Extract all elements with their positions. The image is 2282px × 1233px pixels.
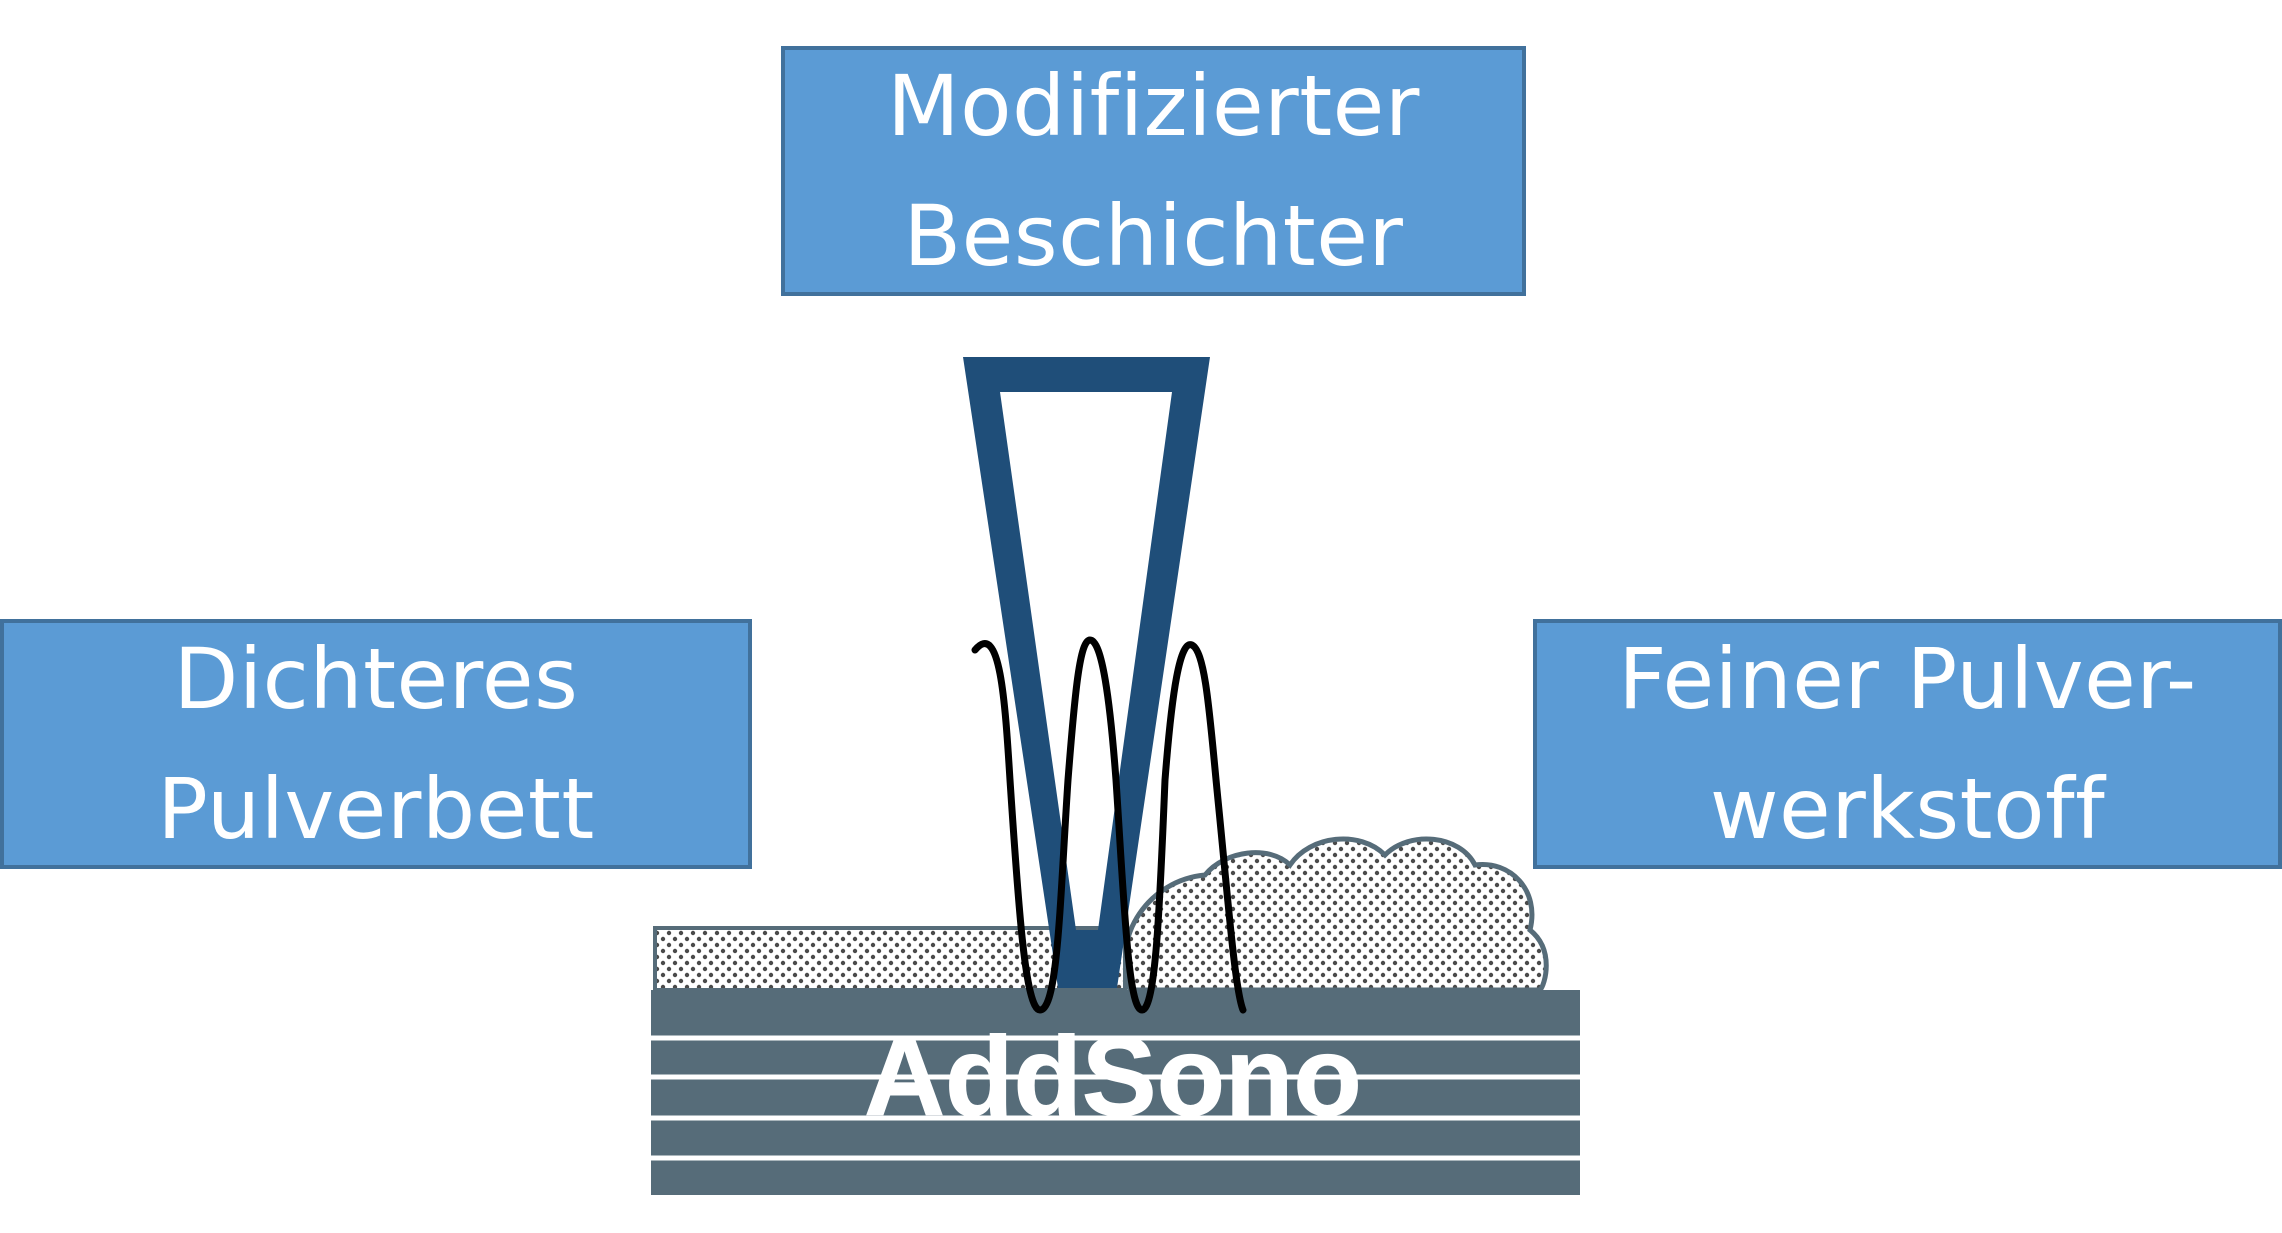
coater-wedge-icon [963,357,1210,988]
box-right-line2: werkstoff [1709,760,2106,858]
box-fine-powder-material: Feiner Pulver- werkstoff [1533,619,2282,869]
ultrasonic-wave-icon [971,636,1247,1014]
box-left-line2: Pulverbett [157,760,595,858]
substrate-platform [651,990,1580,1195]
addsono-logo: AddSono [864,1014,1362,1139]
box-denser-powder-bed: Dichteres Pulverbett [0,619,752,869]
box-top-line1: Modifizierter [887,57,1420,155]
powder-cloud-icon [1122,836,1549,993]
box-right-line1: Feiner Pulver- [1618,630,2197,728]
box-top-line2: Beschichter [903,187,1404,285]
box-modified-coater: Modifizierter Beschichter [781,46,1526,296]
box-left-line1: Dichteres [173,630,579,728]
powder-layer [653,926,1127,992]
